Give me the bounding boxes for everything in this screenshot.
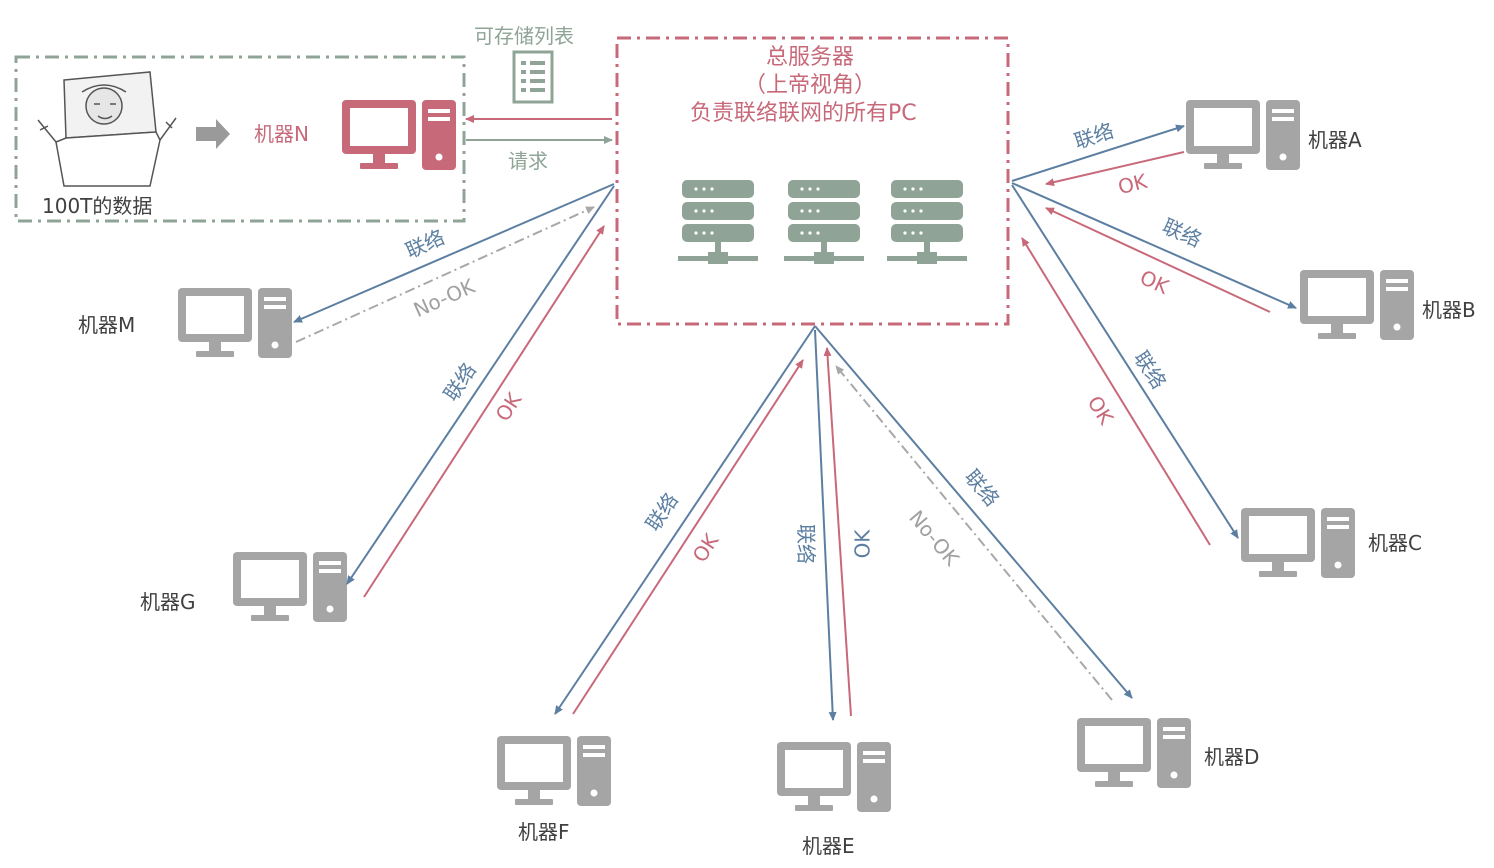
link-g-ok bbox=[363, 225, 605, 598]
machine-e-label: 机器E bbox=[802, 834, 855, 858]
link-e-ok-label: OK bbox=[850, 529, 875, 559]
machine-m-icon bbox=[178, 288, 292, 358]
machine-e-icon bbox=[777, 742, 891, 812]
machine-f-icon bbox=[497, 736, 611, 806]
link-d-contact bbox=[814, 325, 1133, 699]
machine-g-label: 机器G bbox=[140, 590, 196, 614]
link-a-ok bbox=[1045, 151, 1185, 187]
server-rack-icon-2 bbox=[784, 180, 864, 264]
machine-d-label: 机器D bbox=[1204, 745, 1260, 769]
server-title-line2: （上帝视角） bbox=[744, 73, 877, 98]
server-box bbox=[615, 36, 1010, 326]
link-e-contact bbox=[814, 329, 837, 721]
link-c-contact bbox=[1011, 184, 1239, 539]
machine-b-icon bbox=[1300, 270, 1414, 340]
storage-list-label: 可存储列表 bbox=[474, 24, 574, 48]
link-d-no-ok bbox=[835, 365, 1113, 701]
storage-list-icon bbox=[512, 50, 554, 104]
machine-n-box bbox=[14, 55, 466, 223]
link-f-ok bbox=[572, 359, 804, 715]
link-a-contact bbox=[1011, 124, 1185, 182]
server-rack-icon-3 bbox=[887, 180, 967, 264]
server-title-line3: 负责联络联网的所有PC bbox=[690, 101, 917, 126]
link-e-ok bbox=[823, 347, 852, 717]
machine-n-label: 机器N bbox=[254, 122, 309, 146]
link-f-contact bbox=[554, 325, 816, 715]
server-rack-icon-1 bbox=[678, 180, 758, 264]
server-title-line1: 总服务器 bbox=[766, 45, 855, 70]
link-c-ok bbox=[1021, 237, 1211, 546]
data-box-sketch-icon bbox=[37, 71, 177, 187]
link-b-contact bbox=[1011, 182, 1297, 309]
machine-c-icon bbox=[1241, 508, 1355, 578]
machine-d-icon bbox=[1077, 718, 1191, 788]
request-label: 请求 bbox=[508, 149, 548, 173]
link-m-no-ok bbox=[295, 206, 595, 343]
link-b-ok bbox=[1045, 207, 1271, 313]
machine-g-icon bbox=[233, 552, 347, 622]
machine-a-label: 机器A bbox=[1308, 128, 1362, 152]
machine-n-icon bbox=[342, 100, 456, 170]
link-g-contact bbox=[346, 185, 615, 585]
machine-m-label: 机器M bbox=[78, 313, 136, 337]
machine-c-label: 机器C bbox=[1368, 531, 1422, 555]
machine-a-icon bbox=[1186, 100, 1300, 170]
arrow-right-icon bbox=[196, 119, 230, 149]
machine-b-label: 机器B bbox=[1422, 298, 1476, 322]
data-label: 100T的数据 bbox=[42, 194, 153, 218]
machine-f-label: 机器F bbox=[518, 820, 570, 844]
link-m-contact bbox=[293, 183, 615, 323]
link-e-contact-label: 联络 bbox=[794, 524, 818, 564]
